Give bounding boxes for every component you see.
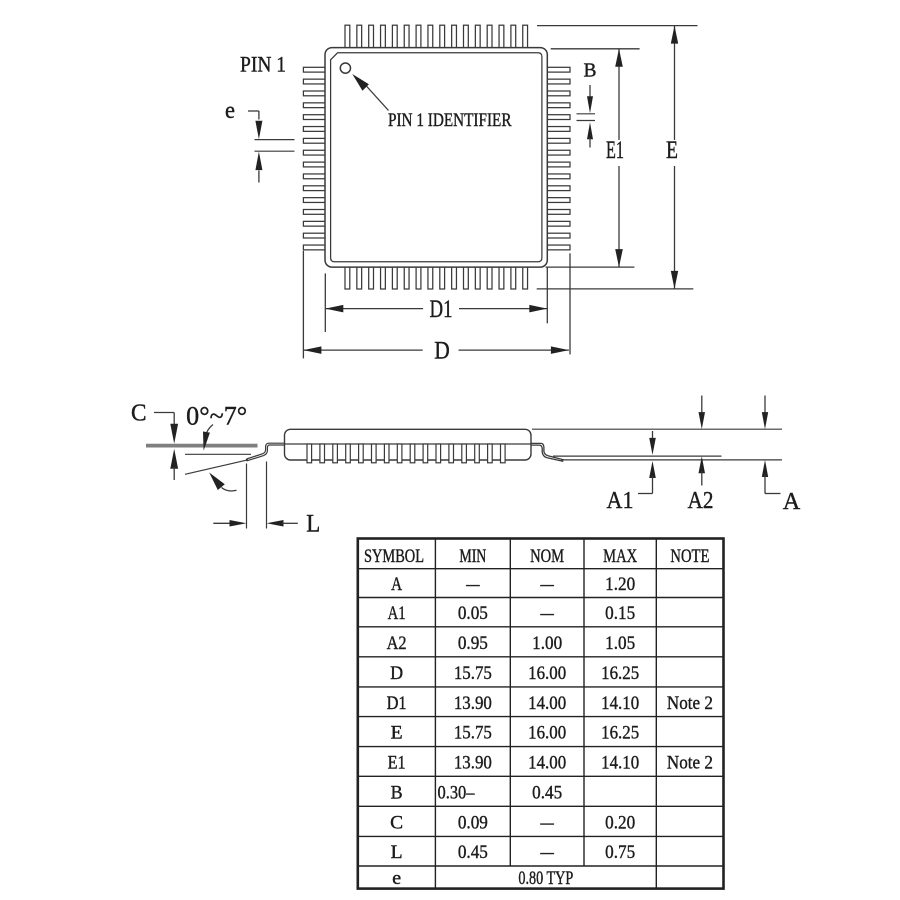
svg-text:0.09: 0.09	[458, 812, 488, 833]
svg-text:A1: A1	[388, 603, 406, 624]
svg-text:16.25: 16.25	[601, 723, 639, 744]
svg-text:15.75: 15.75	[454, 723, 492, 744]
svg-text:A2: A2	[387, 633, 407, 654]
svg-text:0.75: 0.75	[605, 842, 635, 863]
svg-text:13.90: 13.90	[454, 693, 492, 714]
svg-text:13.90: 13.90	[454, 752, 492, 773]
svg-text:A2: A2	[688, 487, 714, 514]
svg-text:D: D	[390, 663, 403, 684]
svg-text:D: D	[434, 338, 450, 365]
svg-text:A: A	[783, 488, 801, 515]
svg-text:–: –	[539, 603, 554, 624]
svg-text:SYMBOL: SYMBOL	[364, 546, 424, 567]
svg-text:MAX: MAX	[603, 546, 637, 567]
svg-text:PIN 1 IDENTIFIER: PIN 1 IDENTIFIER	[388, 110, 512, 131]
svg-text:B: B	[584, 60, 597, 82]
svg-text:–: –	[539, 812, 554, 833]
svg-text:A1: A1	[607, 487, 634, 514]
svg-text:D1: D1	[430, 296, 453, 323]
svg-text:0.95: 0.95	[458, 633, 488, 654]
svg-text:1.20: 1.20	[605, 574, 635, 595]
svg-text:–: –	[539, 574, 554, 595]
svg-text:L: L	[306, 511, 320, 538]
svg-text:e: e	[392, 868, 401, 889]
svg-text:NOM: NOM	[530, 546, 564, 567]
svg-text:1.05: 1.05	[605, 633, 635, 654]
svg-text:E: E	[391, 723, 403, 744]
svg-text:Note 2: Note 2	[667, 693, 713, 714]
svg-text:C: C	[390, 812, 403, 833]
svg-text:E: E	[666, 137, 678, 164]
svg-text:14.10: 14.10	[601, 752, 639, 773]
svg-text:E1: E1	[388, 752, 406, 773]
svg-text:NOTE: NOTE	[670, 546, 709, 567]
svg-text:C: C	[131, 401, 147, 427]
svg-text:14.00: 14.00	[528, 752, 566, 773]
svg-text:0.45: 0.45	[458, 842, 488, 863]
svg-text:14.10: 14.10	[601, 693, 639, 714]
svg-text:16.00: 16.00	[528, 663, 566, 684]
svg-text:A: A	[391, 574, 402, 595]
svg-text:0.80 TYP: 0.80 TYP	[518, 868, 573, 889]
svg-text:0.45: 0.45	[532, 782, 562, 803]
svg-text:Note 2: Note 2	[667, 752, 713, 773]
svg-text:14.00: 14.00	[528, 693, 566, 714]
svg-text:0°~7°: 0°~7°	[186, 402, 247, 431]
svg-text:PIN 1: PIN 1	[240, 52, 286, 77]
svg-text:–: –	[465, 574, 480, 595]
svg-text:D1: D1	[387, 693, 407, 714]
svg-text:0.20: 0.20	[605, 812, 635, 833]
svg-text:0.05: 0.05	[458, 603, 488, 624]
svg-text:0.15: 0.15	[605, 603, 635, 624]
svg-text:0.30–: 0.30–	[438, 782, 475, 803]
svg-text:1.00: 1.00	[532, 633, 562, 654]
svg-text:B: B	[391, 782, 403, 803]
svg-text:16.00: 16.00	[528, 723, 566, 744]
svg-text:–: –	[539, 842, 554, 863]
svg-text:E1: E1	[606, 137, 624, 164]
svg-text:e: e	[225, 98, 235, 124]
svg-text:MIN: MIN	[459, 546, 486, 567]
svg-text:16.25: 16.25	[601, 663, 639, 684]
svg-text:L: L	[391, 842, 403, 863]
svg-text:15.75: 15.75	[454, 663, 492, 684]
